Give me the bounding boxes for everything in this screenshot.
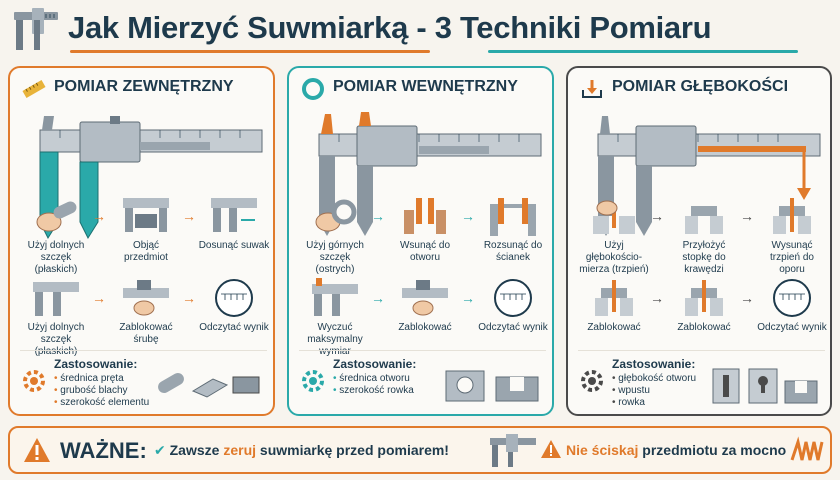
- hand-cylinder-icon: [36, 201, 77, 232]
- step-3: Dosunąć suwak: [198, 194, 270, 252]
- warning-heading: WAŻNE:: [60, 438, 147, 463]
- depth-locked-icon: [685, 280, 723, 316]
- arrow-right-icon: →: [92, 290, 106, 306]
- caliper-icon: [490, 434, 536, 467]
- step-4: Zablokować: [578, 276, 650, 334]
- check-icon: ✔: [154, 442, 166, 458]
- objects-icon: [445, 370, 539, 402]
- step-4: Wyczuć maksymalny wymiar: [299, 276, 371, 358]
- arrow-right-icon: →: [650, 290, 664, 306]
- arrow-right-icon: →: [650, 208, 664, 224]
- spring-icon: [790, 436, 824, 461]
- jaws-spread-icon: [490, 198, 536, 236]
- gear-icon: [581, 370, 603, 392]
- caliper-jaws-icon: [33, 282, 79, 316]
- hand-depth-rod-icon: [593, 200, 635, 234]
- tip-zero: ✔ Zawsze zeruj suwmiarkę przed pomiarem!: [154, 442, 449, 458]
- arrow-right-icon: →: [371, 290, 385, 306]
- arrow-right-icon: →: [182, 290, 196, 306]
- panel-depth: POMIAR GŁĘBOKOŚCI Użyj głębokościo-mierz…: [566, 66, 832, 416]
- gear-icon: [302, 370, 324, 392]
- gear-icon: [23, 370, 45, 392]
- arrow-right-icon: →: [92, 208, 106, 224]
- step-1: Użyj górnych szczęk (ostrych): [299, 194, 371, 276]
- jaws-in-hole-icon: [404, 198, 446, 234]
- step-6: Odczytać wynik: [477, 276, 549, 334]
- hand-ring-icon: [315, 199, 357, 232]
- title-underline-teal: [488, 50, 798, 53]
- arrow-right-icon: →: [740, 208, 754, 224]
- objects-icon: [158, 373, 260, 398]
- warning-banner: WAŻNE: ✔ Zawsze zeruj suwmiarkę przed po…: [8, 426, 832, 474]
- panel-title: POMIAR GŁĘBOKOŚCI: [612, 78, 789, 95]
- panel-internal: POMIAR WEWNĘTRZNY Użyj górnych szczęk (o…: [287, 66, 554, 416]
- caliper-jaws-icon: [312, 278, 358, 316]
- panel-title: POMIAR ZEWNĘTRZNY: [54, 78, 234, 95]
- panel-title: POMIAR WEWNĘTRZNY: [333, 78, 518, 95]
- title-bar: Jak Mierzyć Suwmiarką - 3 Techniki Pomia…: [0, 0, 840, 62]
- step-2: Objąć przedmiot: [110, 194, 182, 264]
- objects-icon: [712, 368, 818, 404]
- step-2: Przyłożyć stopkę do krawędzi: [668, 194, 740, 276]
- title-underline-orange: [70, 50, 430, 53]
- caliper-logo-icon: [14, 8, 58, 50]
- step-1: Użyj dolnych szczęk (płaskich): [20, 194, 92, 276]
- jaws-object-icon: [123, 198, 169, 232]
- lock-screw-icon: [123, 280, 169, 316]
- warning-icon: [541, 440, 561, 458]
- magnifier-scale-icon: [773, 279, 811, 317]
- usage-section: Zastosowanie: średnica pręta grubość bla…: [20, 350, 267, 412]
- usage-list: głębokość otworu wpustu rowka: [612, 373, 696, 409]
- slide-jaw-icon: [211, 198, 257, 232]
- ring-icon: [302, 78, 324, 100]
- step-3: Rozsunąć do ścianek: [477, 194, 549, 264]
- warning-icon: [24, 438, 50, 462]
- depth-icon: [582, 80, 602, 98]
- step-1: Użyj głębokościo-mierza (trzpień): [578, 194, 650, 276]
- ruler-icon: [22, 80, 46, 98]
- arrow-right-icon: →: [371, 208, 385, 224]
- step-5: Zablokować śrubę: [110, 276, 182, 346]
- step-4: Użyj dolnych szczęk (płaskich): [20, 276, 92, 358]
- tip-no-squeeze: Nie ściskaj przedmiotu za mocno: [566, 442, 787, 458]
- step-6: Odczytać wynik: [198, 276, 270, 334]
- rod-extend-icon: [773, 198, 811, 234]
- arrow-right-icon: →: [740, 290, 754, 306]
- depth-locked-icon: [595, 280, 633, 316]
- magnifier-scale-icon: [494, 279, 532, 317]
- step-2: Wsunąć do otworu: [389, 194, 461, 264]
- step-5: Zablokować: [389, 276, 461, 334]
- usage-list: średnica otworu szerokość rowka: [333, 373, 413, 397]
- lock-screw-icon: [402, 280, 448, 316]
- usage-section: Zastosowanie: średnica otworu szerokość …: [299, 350, 546, 412]
- step-5: Zablokować: [668, 276, 740, 334]
- magnifier-scale-icon: [215, 279, 253, 317]
- caliper-illustration: [318, 112, 542, 236]
- usage-list: średnica pręta grubość blachy szerokość …: [54, 373, 149, 409]
- panel-external: POMIAR ZEWNĘTRZNY Użyj dolnych szczęk (p…: [8, 66, 275, 416]
- foot-on-edge-icon: [685, 206, 723, 234]
- arrow-right-icon: →: [461, 290, 475, 306]
- arrow-right-icon: →: [461, 208, 475, 224]
- step-6: Odczytać wynik: [756, 276, 828, 334]
- usage-section: Zastosowanie: głębokość otworu wpustu ro…: [578, 350, 825, 412]
- arrow-right-icon: →: [182, 208, 196, 224]
- page-title: Jak Mierzyć Suwmiarką - 3 Techniki Pomia…: [68, 10, 712, 45]
- step-3: Wysunąć trzpień do oporu: [756, 194, 828, 276]
